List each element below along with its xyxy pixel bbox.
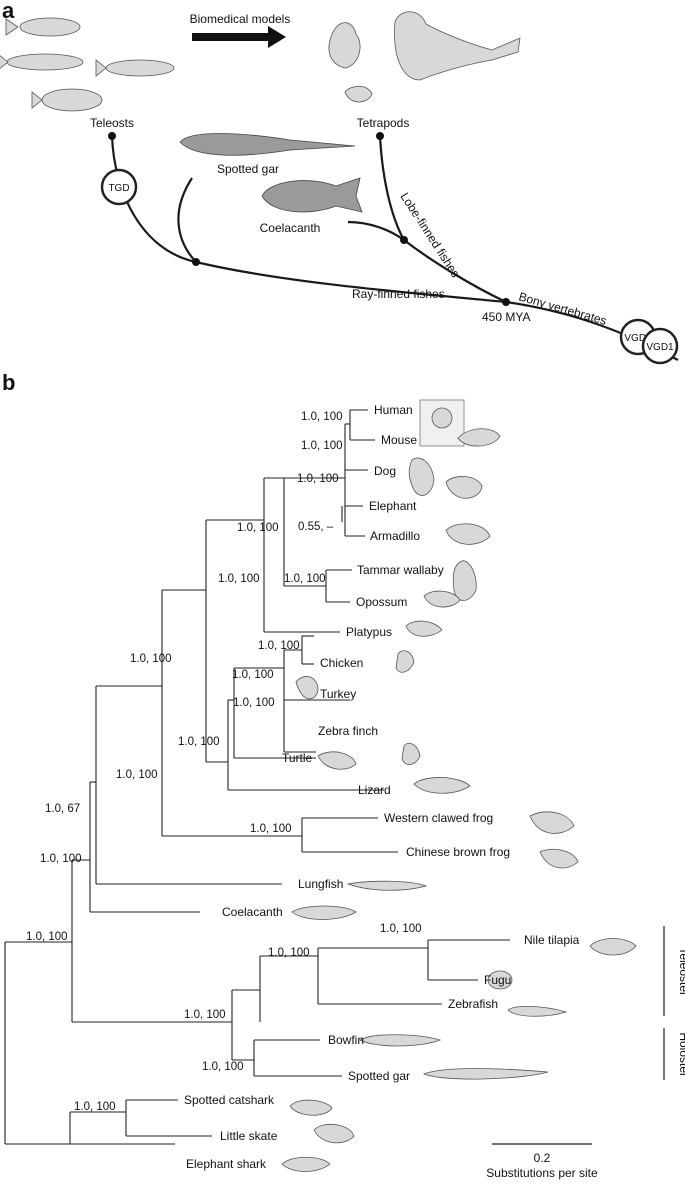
panel-b-illustrations (281, 399, 637, 1172)
taxon-chinese-brown-frog: Chinese brown frog (406, 845, 510, 859)
taxon-dog: Dog (374, 464, 396, 478)
tgd-marker (100, 168, 138, 206)
tgd-label: TGD (108, 183, 129, 194)
bony-vertebrates-label: Bony vertebrates (517, 289, 608, 327)
support-archosaur: 1.0, 100 (233, 697, 275, 709)
taxon-nile-tilapia: Nile tilapia (524, 933, 580, 947)
support-birds: 1.0, 100 (232, 669, 274, 681)
taxon-elephant: Elephant (369, 499, 417, 513)
taxon-little-skate: Little skate (220, 1129, 278, 1143)
taxon-chicken: Chicken (320, 656, 363, 670)
tetrapod-illustrations (328, 11, 521, 103)
support-osteichthyes: 1.0, 100 (26, 931, 68, 943)
panel-b-letter: b (2, 370, 15, 395)
taxon-fugu: Fugu (484, 973, 511, 987)
scale-label: Substitutions per site (486, 1166, 598, 1180)
taxon-lungfish: Lungfish (298, 877, 343, 891)
support-sauropsid: 1.0, 100 (178, 736, 220, 748)
taxon-mouse: Mouse (381, 433, 417, 447)
support-mammal: 1.0, 100 (218, 573, 260, 585)
taxon-lizard: Lizard (358, 783, 391, 797)
vgd1-marker (641, 327, 679, 365)
lobe-finned-split-node (400, 236, 408, 244)
spotted-gar-illustration (179, 133, 356, 156)
support-elephant-armadillo: 0.55, – (298, 521, 334, 533)
biomedical-models-label: Biomedical models (190, 12, 291, 26)
support-human-mouse: 1.0, 100 (301, 411, 343, 423)
taxon-human: Human (374, 403, 413, 417)
biomedical-arrow (192, 26, 286, 48)
support-frogs: 1.0, 100 (250, 823, 292, 835)
mya-label: 450 MYA (482, 310, 530, 324)
support-marsupial: 1.0, 100 (284, 573, 326, 585)
panel-b-tree (4, 409, 510, 1145)
tetrapods-label: Tetrapods (357, 116, 410, 130)
tetrapods-node (376, 132, 384, 140)
spotted-gar-label: Spotted gar (217, 162, 279, 176)
taxon-platypus: Platypus (346, 625, 392, 639)
taxon-coelacanth: Coelacanth (222, 905, 283, 919)
panel-a-tree (110, 135, 679, 361)
taxon-tammar-wallaby: Tammar wallaby (357, 563, 444, 577)
coelacanth-illustration (261, 177, 363, 213)
teleostei-label: Teleostei (677, 947, 685, 994)
teleosts-label: Teleosts (90, 116, 134, 130)
scale-value: 0.2 (534, 1151, 551, 1165)
vgd2-label: VGD2 (624, 333, 652, 344)
support-teleost-core: 1.0, 100 (268, 947, 310, 959)
support-placental: 1.0, 100 (297, 473, 339, 485)
lobe-finned-label: Lobe-finned fishes (397, 190, 462, 280)
support-actinopterygii: 1.0, 100 (184, 1009, 226, 1021)
support-rhipidistia: 1.0, 67 (45, 803, 80, 815)
support-tilapia-fugu: 1.0, 100 (380, 923, 422, 935)
support-sarcopterygii: 1.0, 100 (40, 853, 82, 865)
support-amniote: 1.0, 100 (130, 653, 172, 665)
taxon-spotted-catshark: Spotted catshark (184, 1093, 275, 1107)
holostei-label: Holostei (677, 1032, 685, 1075)
support-chicken-turkey: 1.0, 100 (258, 640, 300, 652)
taxon-turtle: Turtle (282, 751, 313, 765)
taxon-zebrafish: Zebrafish (448, 997, 498, 1011)
vgd1-label: VGD1 (646, 342, 674, 353)
taxon-spotted-gar: Spotted gar (348, 1069, 410, 1083)
taxon-elephant-shark: Elephant shark (186, 1157, 267, 1171)
taxon-western-clawed-frog: Western clawed frog (384, 811, 493, 825)
taxon-armadillo: Armadillo (370, 529, 420, 543)
taxon-zebra-finch: Zebra finch (318, 724, 378, 738)
coelacanth-label: Coelacanth (260, 221, 321, 235)
support-holostei: 1.0, 100 (202, 1061, 244, 1073)
panel-a-letter: a (2, 0, 15, 23)
teleost-fish-illustrations (0, 17, 175, 112)
support-tetrapod: 1.0, 100 (116, 769, 158, 781)
taxon-bowfin: Bowfin (328, 1033, 364, 1047)
support-chondrichthyes: 1.0, 100 (74, 1101, 116, 1113)
support-values: 1.0, 100 1.0, 100 1.0, 100 0.55, – 1.0, … (26, 411, 422, 1113)
taxon-labels: Human Mouse Dog Elephant Armadillo Tamma… (184, 403, 580, 1171)
ray-finned-label: Ray-finned fishes (352, 287, 445, 301)
support-dog-group: 1.0, 100 (301, 440, 343, 452)
bony-vertebrate-node (502, 298, 510, 306)
taxon-opossum: Opossum (356, 595, 407, 609)
taxon-turkey: Turkey (320, 687, 356, 701)
ray-finned-split-node (192, 258, 200, 266)
support-therian-upper: 1.0, 100 (237, 522, 279, 534)
teleosts-node (108, 132, 116, 140)
